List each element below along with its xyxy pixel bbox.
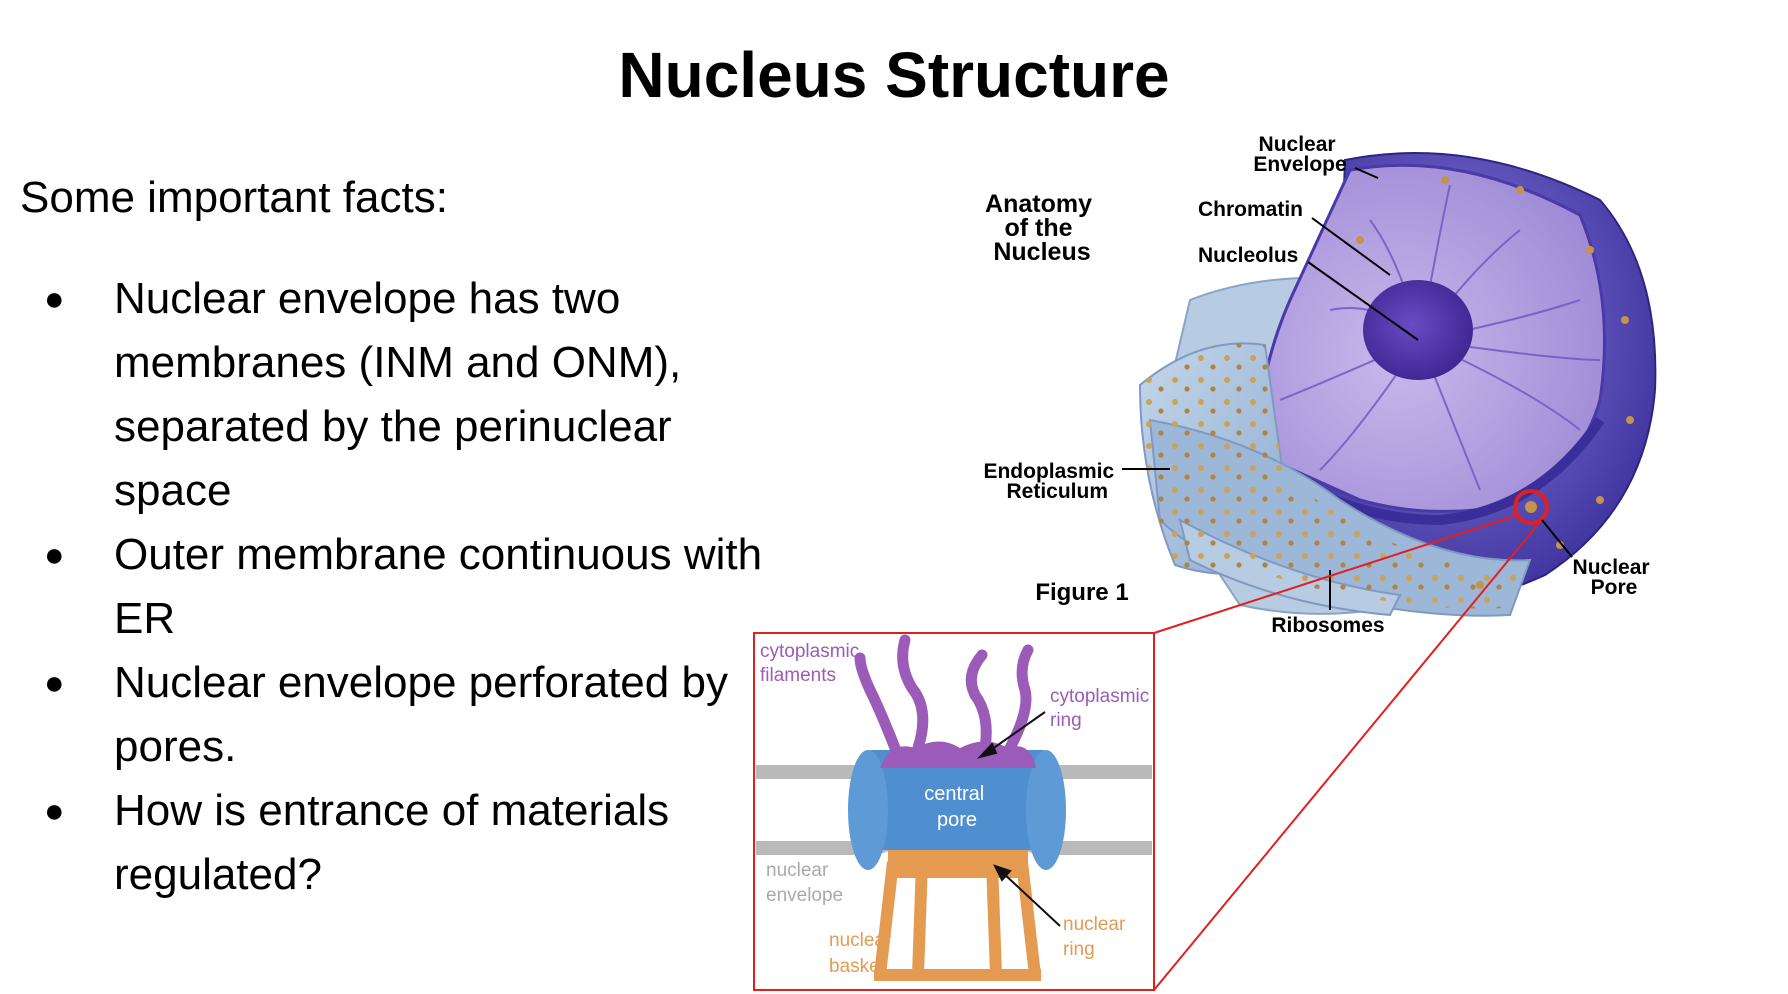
label-endoplasmic-reticulum: Endoplasmic Reticulum: [983, 460, 1120, 503]
bullet-icon: ●: [44, 792, 65, 830]
zoom-line-bottom: [1153, 521, 1541, 991]
ribosome-dots: [1140, 343, 1520, 609]
pore-side-right: [1026, 750, 1066, 870]
central-pore: [858, 750, 1056, 850]
zoom-line-top: [1153, 514, 1519, 634]
label-cytoplasmic-filaments: cytoplasmic filaments: [760, 641, 865, 686]
fact-text: Outer membrane continuous with ER: [114, 530, 763, 643]
pore-complex-inset: cytoplasmic filaments cytoplasmic ring c…: [753, 632, 1155, 991]
label-nuclear-basket: nuclear basket: [829, 930, 897, 977]
inset-arrows: [976, 711, 1061, 927]
surface-pores: [1356, 176, 1634, 589]
bullet-icon: ●: [44, 664, 65, 702]
fact-item: ● Nuclear envelope has two membranes (INM…: [0, 267, 800, 523]
fact-text: How is entrance of materials regulated?: [114, 786, 670, 899]
intro-text: Some important facts:: [20, 173, 448, 222]
bullet-icon: ●: [44, 280, 65, 318]
nuclear-pore-highlight: [1513, 489, 1549, 525]
label-nuclear-ring: nuclear ring: [1063, 914, 1131, 960]
nuclear-pore-dot: [1525, 501, 1537, 513]
fact-item: ● Outer membrane continuous with ER: [0, 523, 800, 651]
fact-item: ● How is entrance of materials regulated?: [0, 779, 800, 907]
nucleolus: [1363, 280, 1473, 380]
pore-side-left: [848, 750, 888, 870]
figure-caption: Figure 1: [1035, 579, 1128, 606]
fact-item: ● Nuclear envelope perforated by pores.: [0, 651, 800, 779]
figure-heading: Anatomy of the Nucleus: [985, 190, 1099, 266]
nuclear-basket: [874, 861, 1041, 981]
label-nuclear-pore: Nuclear Pore: [1573, 556, 1656, 599]
fact-text: Nuclear envelope has two membranes (INM …: [114, 274, 682, 515]
label-nucleolus: Nucleolus: [1198, 244, 1298, 267]
label-ribosomes: Ribosomes: [1271, 614, 1384, 637]
label-nuclear-envelope: Nuclear Envelope: [1253, 133, 1346, 176]
fact-text: Nuclear envelope perforated by pores.: [114, 658, 728, 771]
bullet-icon: ●: [44, 536, 65, 574]
label-inset-nuclear-envelope: nuclear envelope: [766, 860, 843, 906]
slide-title: Nucleus Structure: [618, 39, 1170, 111]
fact-list: ● Nuclear envelope has two membranes (INM…: [0, 267, 800, 907]
cytoplasmic-filaments: [854, 634, 1034, 754]
label-chromatin: Chromatin: [1198, 198, 1303, 221]
nucleus-illustration: [1138, 152, 1657, 617]
label-central-pore: central pore: [924, 783, 990, 831]
label-cytoplasmic-ring: cytoplasmic ring: [1050, 686, 1155, 731]
